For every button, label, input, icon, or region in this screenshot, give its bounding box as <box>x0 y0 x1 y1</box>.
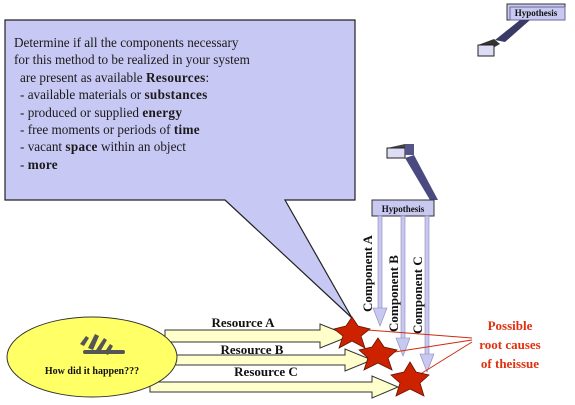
callout-line-3-prefix: are present as available <box>20 69 146 85</box>
callout-resources-word: Resources <box>145 69 206 85</box>
hypothesis-label-top: Hypothesis <box>515 8 558 18</box>
hypothesis-label-middle: Hypothesis <box>382 204 425 214</box>
confused-figure-icon <box>80 334 125 355</box>
resource-arrow-b <box>174 348 374 372</box>
bullet-1-text: - available materials or <box>20 87 145 103</box>
resource-label-c: Resource C <box>234 364 298 379</box>
component-label-b: Component B <box>386 255 401 332</box>
star-b <box>358 337 398 371</box>
callout-line-3-suffix: : <box>205 69 210 85</box>
callout-bullet-4: - vacant space within an object <box>14 138 314 155</box>
root-cause-lines <box>367 329 473 379</box>
bullet-4-text: - vacant <box>20 139 66 155</box>
problem-ellipse <box>6 316 178 398</box>
hypothesis-block-icon <box>386 144 438 200</box>
component-label-c: Component C <box>410 256 425 334</box>
resource-arrow-a <box>164 323 352 349</box>
bullet-2-text: - produced or supplied <box>20 104 143 120</box>
component-arrow-c <box>419 215 435 373</box>
bullet-4-bold: space <box>65 139 98 155</box>
callout-line-2: for this method to be realized in your s… <box>14 52 250 68</box>
ellipse-label: How did it happen??? <box>45 366 139 377</box>
bullet-3-text: - free moments or periods of <box>20 122 174 138</box>
bullet-2-bold: energy <box>142 104 183 120</box>
callout-bullet-3: - free moments or periods of time <box>14 121 314 138</box>
callout-bullet-2: - produced or supplied energy <box>14 104 314 121</box>
bullet-5-text: - <box>20 156 28 172</box>
root-cause-stars <box>333 316 430 397</box>
resource-arrow-c <box>149 375 400 399</box>
root-cause-line-3: of theissue <box>481 356 539 371</box>
root-cause-line-1: Possible <box>488 318 533 333</box>
component-arrow-b <box>395 215 411 357</box>
root-cause-line-2: root causes <box>479 337 541 352</box>
resource-arrows <box>149 323 400 399</box>
callout-line-3: are present as available Resources: <box>14 69 314 86</box>
hypothesis-middle: Hypothesis <box>371 199 435 217</box>
hypothesis-top: Hypothesis <box>477 3 566 57</box>
component-label-a: Component A <box>360 234 375 312</box>
bullet-1-bold: substances <box>144 87 208 103</box>
callout-bullet-1: - available materials or substances <box>14 86 314 103</box>
star-a <box>333 316 371 349</box>
star-c <box>390 361 430 397</box>
component-arrow-a <box>372 215 388 327</box>
callout-line-1: Determine if all the components necessar… <box>14 35 239 50</box>
bullet-5-bold: more <box>27 156 58 172</box>
bullet-3-bold: time <box>173 122 200 138</box>
resource-label-a: Resource A <box>212 315 276 330</box>
callout-text: Determine if all the components necessar… <box>14 34 314 173</box>
callout-bullet-5: - more <box>14 156 314 173</box>
resource-label-b: Resource B <box>221 342 284 357</box>
callout-bubble <box>4 19 356 319</box>
bullet-4-suffix: within an object <box>97 139 186 155</box>
component-arrows <box>372 215 435 373</box>
